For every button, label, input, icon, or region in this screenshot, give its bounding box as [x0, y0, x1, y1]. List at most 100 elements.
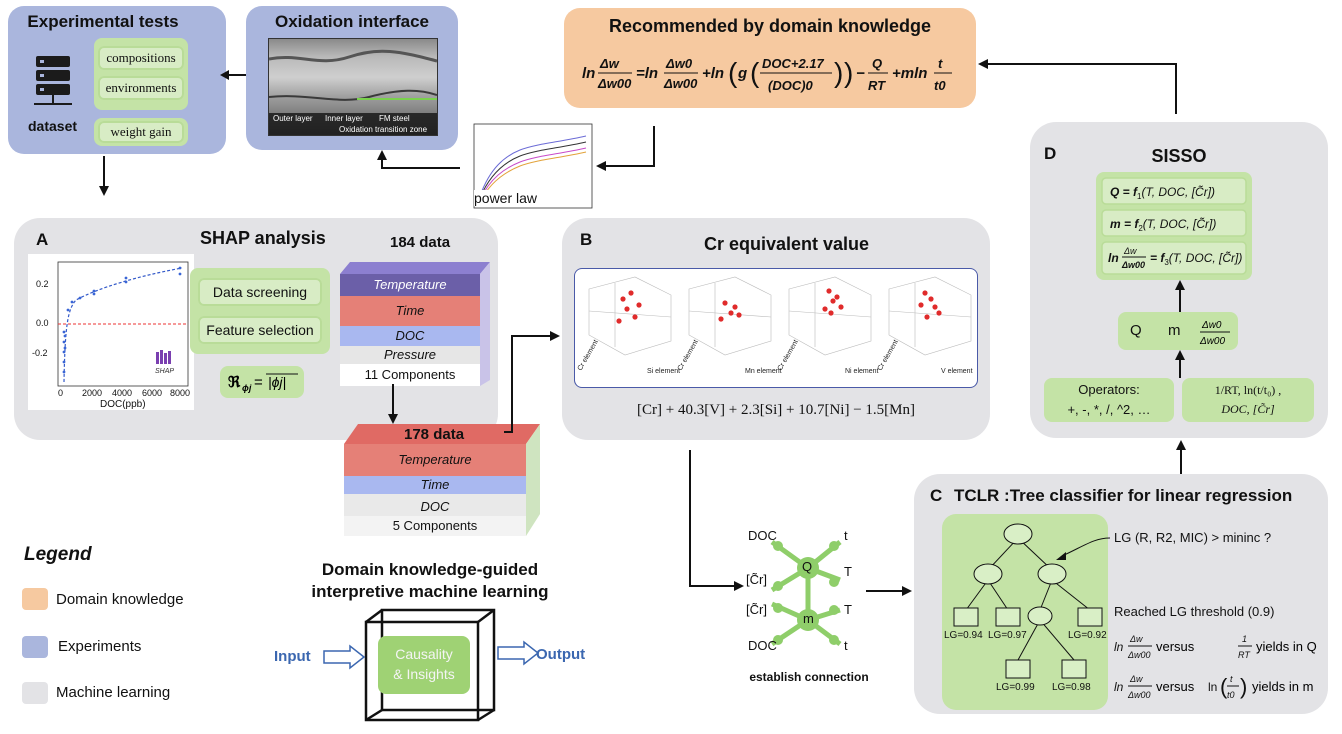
reduced-layer-components: 5 Components	[344, 516, 526, 536]
graph-node-t-cap-top: T	[844, 564, 852, 579]
data-screening-label: Data screening	[198, 278, 322, 306]
features-line2: DOC, [C̃r]	[1221, 402, 1275, 416]
shap-analysis-panel: A SHAP analysis SHAP 0.2 0.0 -0.2 0 2000…	[14, 218, 498, 440]
weight-gain-label: weight gain	[98, 121, 184, 143]
arrow-oxidation-to-tests	[220, 70, 248, 80]
svg-text:Δw00: Δw00	[1121, 260, 1145, 270]
layer-pressure: Pressure	[340, 346, 480, 364]
svg-text:t0: t0	[1227, 690, 1235, 700]
svg-text:Δw00: Δw00	[1127, 690, 1151, 700]
shap-ytick-3: -0.2	[32, 348, 48, 358]
graph-node-t-bottom: t	[844, 638, 848, 653]
sisso-panel: D SISSO Q = f1(T, DOC, [C̃r]) m = f2(T, …	[1030, 122, 1328, 438]
svg-text:ln: ln	[1208, 680, 1217, 694]
svg-text:1: 1	[1242, 634, 1247, 644]
shap-xtick-2: 2000	[82, 388, 103, 398]
graph-node-cr-top: [C̃r]	[746, 572, 767, 587]
plot1-xlabel: Cr element	[577, 339, 600, 372]
tclr-title: TCLR :Tree classifier for linear regress…	[954, 486, 1293, 505]
panel-letter-b: B	[580, 230, 593, 249]
arrow-domain-to-powerlaw	[596, 126, 655, 171]
reduced-layer-doc: DOC	[344, 494, 526, 516]
compositions-label: compositions	[98, 46, 184, 70]
arrow-inputs-to-targets	[1175, 350, 1185, 378]
causal-graph: DOC t Q [C̃r] T [C̃r] T m DOC t establis…	[744, 520, 874, 690]
condition-pointer	[1056, 537, 1111, 560]
domain-knowledge-title: Recommended by domain knowledge	[608, 16, 932, 36]
oxidation-interface-panel: Oxidation interface Outer layer Inner la…	[246, 6, 458, 150]
svg-text:m = f2(T, DOC, [C̃r]): m = f2(T, DOC, [C̃r])	[1110, 216, 1216, 233]
plot4-ylabel: V element	[941, 368, 973, 375]
graph-node-cr-bottom: [C̃r]	[746, 602, 767, 617]
layer-doc: DOC	[340, 326, 480, 346]
plot4-xlabel: Cr element	[877, 339, 900, 372]
experimental-tests-panel: Experimental tests compositions environm…	[8, 6, 226, 154]
svg-text:g: g	[737, 65, 747, 82]
operators-title: Operators:	[1078, 382, 1140, 397]
sisso-m-label: m	[1168, 322, 1181, 339]
central-title-1: Domain knowledge-guided	[321, 560, 539, 579]
reduced-layer-time: Time	[344, 476, 526, 494]
legend-swatch-ml	[22, 682, 48, 704]
output-label: Output	[536, 646, 586, 663]
legend-title: Legend	[24, 544, 92, 565]
svg-text:= f3(T, DOC, [C̃r]): = f3(T, DOC, [C̃r])	[1150, 250, 1242, 267]
svg-text:Q: Q	[872, 56, 882, 71]
panel-letter-c: C	[930, 486, 943, 505]
sisso-title: SISSO	[1151, 146, 1207, 166]
arrow-qm-to-equations	[1175, 280, 1185, 312]
svg-text:−: −	[856, 65, 865, 82]
svg-text:ln: ln	[1114, 680, 1124, 694]
legend-label-domain: Domain knowledge	[56, 591, 184, 608]
plot3-xlabel: Cr element	[777, 339, 800, 372]
shap-dependence-plot: SHAP 0.2 0.0 -0.2 0 2000 4000 6000 8000 …	[28, 254, 194, 410]
leaf-4: LG=0.99	[996, 682, 1035, 693]
svg-text:t: t	[1230, 674, 1233, 684]
svg-text:(: (	[728, 57, 738, 88]
legend-swatch-experiments	[22, 636, 48, 658]
arrow-tclr-to-sisso	[1176, 440, 1186, 474]
shap-logo-text: SHAP	[155, 368, 174, 375]
fm-steel-label: FM steel	[379, 114, 410, 123]
cr-equivalent-panel: B Cr equivalent value Cr element Si elem…	[562, 218, 990, 440]
svg-text:DOC+2.17: DOC+2.17	[762, 56, 825, 71]
svg-text:t0: t0	[934, 78, 946, 93]
feature-stack-184: Temperature Time DOC Pressure 11 Compone…	[340, 262, 490, 392]
svg-text:Δw: Δw	[1129, 674, 1143, 684]
svg-text:Δw00: Δw00	[663, 76, 698, 91]
shap-data-count: 184 data	[390, 234, 451, 251]
leaf-2: LG=0.97	[988, 630, 1027, 641]
input-arrow-icon	[323, 644, 366, 670]
environments-label: environments	[98, 76, 184, 100]
feature-stack-178: 178 data Temperature Time DOC 5 Componen…	[344, 424, 540, 540]
plot2-ylabel: Mn element	[745, 368, 782, 375]
svg-text:Δw00: Δw00	[597, 76, 632, 91]
sisso-q-label: Q	[1130, 322, 1142, 339]
graph-node-q: Q	[802, 559, 813, 574]
cr-3d-plots: Cr element Si element Cr element Mn elem…	[574, 268, 978, 388]
output-arrow-icon	[497, 640, 540, 666]
svg-text:ln: ln	[1114, 640, 1124, 654]
transition-zone-label: Oxidation transition zone	[339, 125, 428, 134]
svg-text:Δw0: Δw0	[1201, 320, 1222, 331]
shap-xtick-4: 6000	[142, 388, 163, 398]
graph-node-t-cap-bottom: T	[844, 602, 852, 617]
reduced-data-count: 178 data	[404, 426, 465, 443]
sisso-equations-box: Q = f1(T, DOC, [C̃r]) m = f2(T, DOC, [C̃…	[1096, 172, 1252, 280]
features-line1: 1/RT, ln(t/t₀) ,	[1214, 383, 1282, 397]
power-law-plot: power law	[460, 118, 596, 218]
leaf-3: LG=0.92	[1068, 630, 1107, 641]
arrow-cr-to-graph	[689, 450, 744, 591]
svg-text:ℜ: ℜ	[228, 374, 241, 391]
panel-letter-d: D	[1044, 144, 1057, 163]
shap-xlabel: DOC(ppb)	[100, 399, 146, 410]
cr-formula: [Cr] + 40.3[V] + 2.3[Si] + 10.7[Ni] − 1.…	[637, 402, 915, 418]
graph-node-doc-bottom: DOC	[748, 638, 777, 653]
shap-ytick-2: 0.0	[36, 318, 49, 328]
legend-label-ml: Machine learning	[56, 684, 171, 701]
svg-text:RT: RT	[1238, 650, 1251, 660]
power-law-label: power law	[474, 190, 538, 206]
